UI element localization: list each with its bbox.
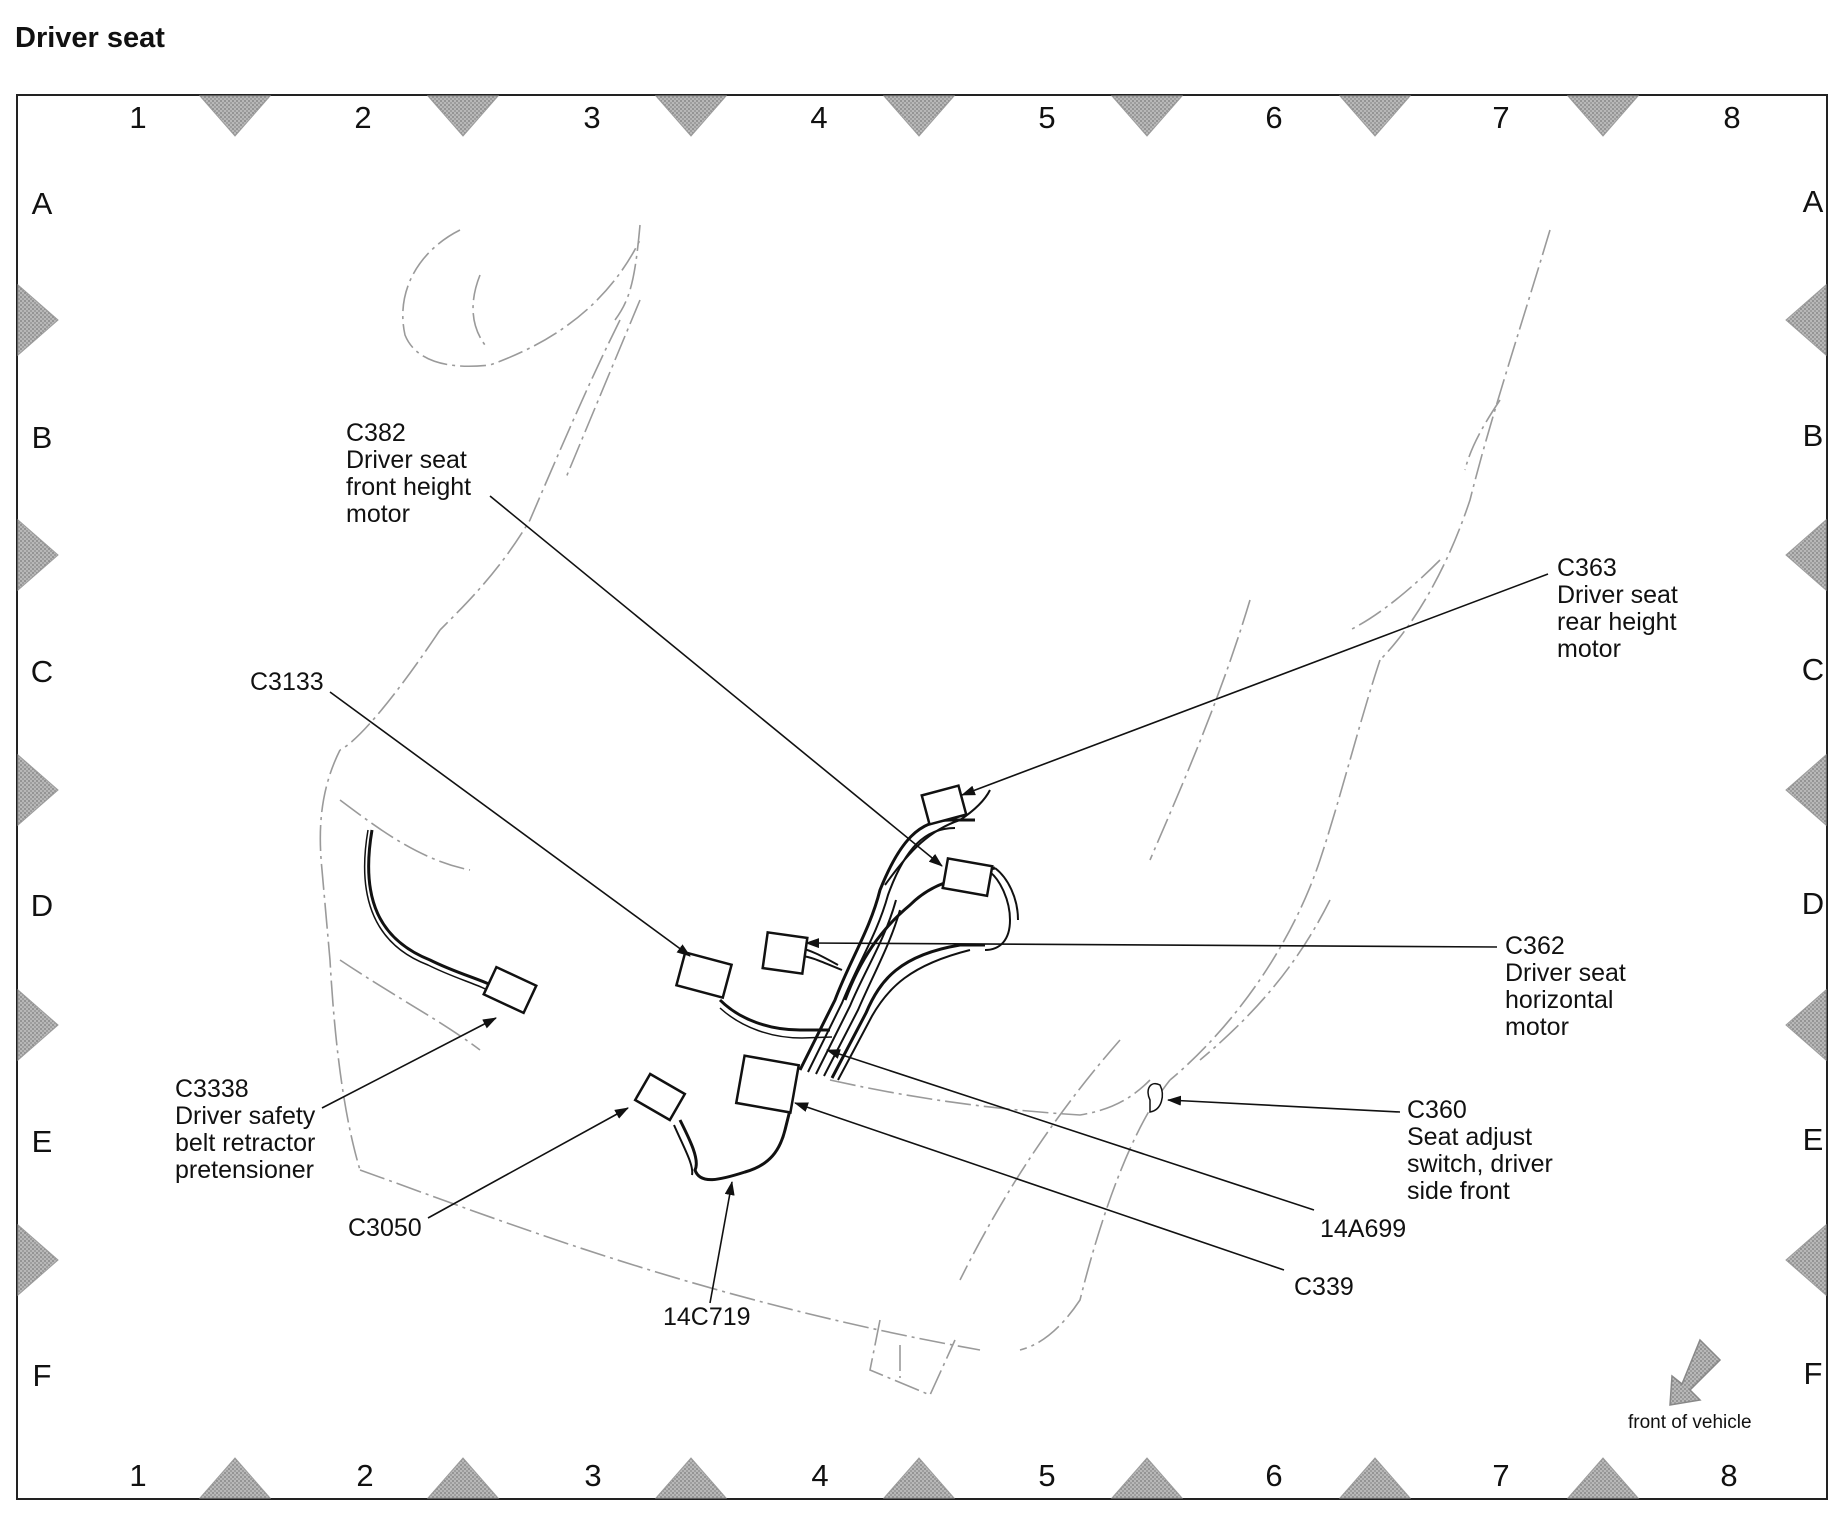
callout-14c719: 14C719 bbox=[663, 1303, 751, 1331]
grid-row-c-right: C bbox=[1801, 652, 1825, 687]
callout-c360: C360 Seat adjust switch, driver side fro… bbox=[1407, 1096, 1553, 1205]
leader-14c719 bbox=[709, 1181, 735, 1304]
grid-row-d-right: D bbox=[1801, 886, 1825, 921]
grid-column-2-bottom: 2 bbox=[356, 1458, 374, 1493]
grid-column-2-top: 2 bbox=[354, 100, 372, 135]
connector-c382 bbox=[941, 856, 994, 898]
grid-column-7-top: 7 bbox=[1492, 100, 1510, 135]
grid-column-7-bottom: 7 bbox=[1492, 1458, 1510, 1493]
grid-column-4-bottom: 4 bbox=[811, 1458, 829, 1493]
front-of-vehicle-label: front of vehicle bbox=[1628, 1412, 1752, 1433]
leader-14a699 bbox=[826, 1049, 1315, 1211]
callout-c363: C363 Driver seat rear height motor bbox=[1557, 554, 1678, 663]
grid-row-c-left: C bbox=[30, 654, 54, 689]
connector-c339 bbox=[734, 1054, 801, 1114]
connector-c362 bbox=[761, 930, 809, 976]
grid-row-a-left: A bbox=[31, 186, 53, 221]
diagram-frame bbox=[16, 94, 1828, 1500]
grid-row-f-right: F bbox=[1803, 1356, 1823, 1391]
leader-c3133 bbox=[329, 691, 691, 957]
front-of-vehicle-arrow bbox=[1669, 1338, 1722, 1406]
grid-column-5-bottom: 5 bbox=[1038, 1458, 1056, 1493]
grid-column-1-top: 1 bbox=[129, 100, 147, 135]
leader-c362 bbox=[805, 938, 1498, 949]
callout-c362: C362 Driver seat horizontal motor bbox=[1505, 932, 1626, 1041]
grid-column-1-bottom: 1 bbox=[129, 1458, 147, 1493]
retractor-cable bbox=[367, 829, 501, 992]
callout-c3338: C3338 Driver safety belt retractor prete… bbox=[175, 1075, 316, 1184]
callout-14a699: 14A699 bbox=[1320, 1215, 1407, 1243]
grid-column-3-top: 3 bbox=[583, 100, 601, 135]
grid-column-6-top: 6 bbox=[1265, 100, 1283, 135]
leader-c3338 bbox=[321, 1017, 497, 1109]
grid-row-b-right: B bbox=[1802, 418, 1824, 453]
leader-c360 bbox=[1167, 1095, 1401, 1113]
grid-row-e-right: E bbox=[1802, 1122, 1824, 1157]
grid-row-e-left: E bbox=[31, 1124, 53, 1159]
callout-c339: C339 bbox=[1294, 1273, 1354, 1301]
grid-column-4-top: 4 bbox=[810, 100, 828, 135]
connector-c3133 bbox=[674, 950, 734, 1000]
connector-c3338 bbox=[482, 965, 538, 1015]
grid-row-f-left: F bbox=[32, 1358, 52, 1393]
grid-column-3-bottom: 3 bbox=[584, 1458, 602, 1493]
grid-column-5-top: 5 bbox=[1038, 100, 1056, 135]
grid-row-a-right: A bbox=[1802, 184, 1824, 219]
callout-c3133: C3133 bbox=[250, 668, 324, 696]
callout-c3050: C3050 bbox=[348, 1214, 422, 1242]
connector-c360 bbox=[1147, 1083, 1163, 1113]
leader-c382 bbox=[489, 495, 943, 867]
callout-c382: C382 Driver seat front height motor bbox=[346, 419, 472, 528]
connector-c363 bbox=[920, 784, 968, 826]
page-title: Driver seat bbox=[15, 22, 165, 54]
leader-c3050 bbox=[427, 1107, 629, 1219]
leader-c363 bbox=[961, 573, 1549, 796]
grid-row-b-left: B bbox=[31, 420, 53, 455]
leader-c339 bbox=[794, 1102, 1285, 1271]
grid-row-d-left: D bbox=[30, 888, 54, 923]
grid-column-6-bottom: 6 bbox=[1265, 1458, 1283, 1493]
grid-column-8-top: 8 bbox=[1723, 100, 1741, 135]
grid-column-8-bottom: 8 bbox=[1720, 1458, 1738, 1493]
connector-c3050 bbox=[633, 1072, 687, 1122]
